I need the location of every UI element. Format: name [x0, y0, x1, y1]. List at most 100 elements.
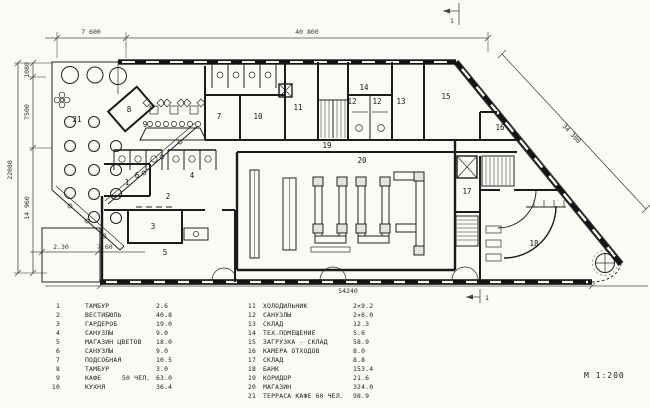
- legend-room-name: ЗАГРУЗКА - СКЛАД: [263, 338, 328, 346]
- top-rooms: [205, 62, 517, 153]
- room-number-label: 3: [151, 222, 156, 231]
- display-fixtures: [249, 169, 425, 259]
- hall-20: [211, 140, 479, 281]
- room-number-label: 4: [190, 171, 195, 180]
- room-number-label: 10: [253, 112, 263, 121]
- legend-room-name: ХОЛОДИЛЬНИК: [263, 302, 308, 310]
- legend-number: 15: [247, 338, 256, 346]
- stairs-main: [318, 99, 348, 138]
- legend-room-name: САНУЗЛЫ: [85, 347, 114, 355]
- legend-row: 11 ХОЛОДИЛЬНИК 2×9.2: [242, 302, 452, 311]
- dim-left-overall: 22080: [6, 160, 14, 180]
- legend-area: 63.0: [156, 374, 173, 382]
- room-number-label: 21: [72, 115, 81, 124]
- room-number-label: 5: [163, 248, 168, 257]
- room-number-label: 6: [135, 171, 140, 180]
- legend-room-name: ТЕХ.ПОМЕЩЕНИЕ: [263, 329, 316, 337]
- section-mark-bottom-label: 1: [485, 294, 489, 302]
- legend-room-name: ТАМБУР: [85, 302, 110, 310]
- legend-room-name: ТЕРРАСА КАФЕ 60 ЧЕЛ.: [263, 392, 344, 400]
- legend-number: 5: [55, 338, 60, 346]
- legend-number: 12: [247, 311, 256, 319]
- bank-18: [480, 189, 566, 262]
- legend-area: 153.4: [353, 365, 374, 373]
- legend-number: 19: [247, 374, 256, 382]
- legend-number: 17: [247, 356, 256, 364]
- wc-4: [167, 149, 217, 170]
- section-mark-bottom: 1: [466, 289, 489, 303]
- legend-area: 12.3: [353, 320, 370, 328]
- legend-note: 50 ЧЕЛ.: [122, 374, 151, 382]
- room-number-label: 14: [359, 83, 369, 92]
- dim-top-right: 40 800: [295, 28, 319, 36]
- dim-detail-2: 7.60: [97, 243, 113, 251]
- legend-number: 6: [55, 347, 60, 355]
- legend-area: 10.5: [156, 356, 173, 364]
- entrance-doors: [211, 266, 479, 281]
- legend-room-name: МАГАЗИН ЦВЕТОВ: [85, 338, 142, 346]
- legend-room-name: ТАМБУР: [85, 365, 110, 373]
- legend-area: 18.0: [156, 338, 173, 346]
- legend-area: 5.6: [353, 329, 366, 337]
- shaft: [278, 83, 293, 98]
- lower-left-block: [41, 149, 236, 283]
- legend-number: 13: [247, 320, 256, 328]
- cafe-tables: [142, 98, 206, 115]
- dim-bottom: 54240: [338, 287, 358, 295]
- room-number-label: 1: [125, 178, 130, 187]
- section-mark-top: 1: [443, 3, 460, 25]
- legend-area: 8.8: [353, 356, 366, 364]
- room-number-label: 19: [322, 141, 331, 150]
- cafe: [104, 66, 207, 205]
- room-number-label: 11: [293, 103, 302, 112]
- dim-diagonal: 34 300: [561, 122, 583, 145]
- legend-number: 11: [247, 302, 256, 310]
- legend-area: 8.0: [353, 347, 366, 355]
- legend-room-name: СКЛАД: [263, 356, 284, 364]
- stairs-lower: [455, 215, 479, 247]
- legend-room-name: КАМЕРА ОТХОДОВ: [263, 347, 320, 355]
- room-number-label: 13: [396, 97, 405, 106]
- legend-row: 17 СКЛАД 8.8: [242, 356, 452, 365]
- legend-area: 3.0: [156, 365, 169, 373]
- legend-area: 2×9.2: [353, 302, 374, 310]
- room-number-label: 20: [357, 156, 367, 165]
- room-number-label: 12: [372, 97, 381, 106]
- room-number-label: 18: [529, 239, 539, 248]
- legend-number: 4: [55, 329, 60, 337]
- legend-room-name: ПОДСОБНАЯ: [85, 356, 122, 364]
- garderob-counter: [183, 227, 209, 241]
- legend-area: 324.0: [353, 383, 374, 391]
- dim-detail-1: 2.30: [53, 243, 69, 251]
- legend-number: 20: [247, 383, 256, 391]
- tambour-8: [106, 85, 156, 133]
- legend-area: 2.6: [156, 302, 169, 310]
- legend-row: 7 ПОДСОБНАЯ 10.5: [46, 356, 238, 365]
- legend-number: 7: [55, 356, 60, 364]
- porch: [41, 227, 101, 283]
- room-number-label: 9: [143, 120, 148, 129]
- scale-label: М 1:200: [584, 371, 625, 380]
- legend-room-name: САНУЗЛЫ: [263, 311, 292, 319]
- room-number-label: 2: [166, 192, 171, 201]
- wc-stalls-top: [211, 64, 277, 88]
- elevator: [456, 155, 478, 179]
- garderob: [127, 209, 183, 244]
